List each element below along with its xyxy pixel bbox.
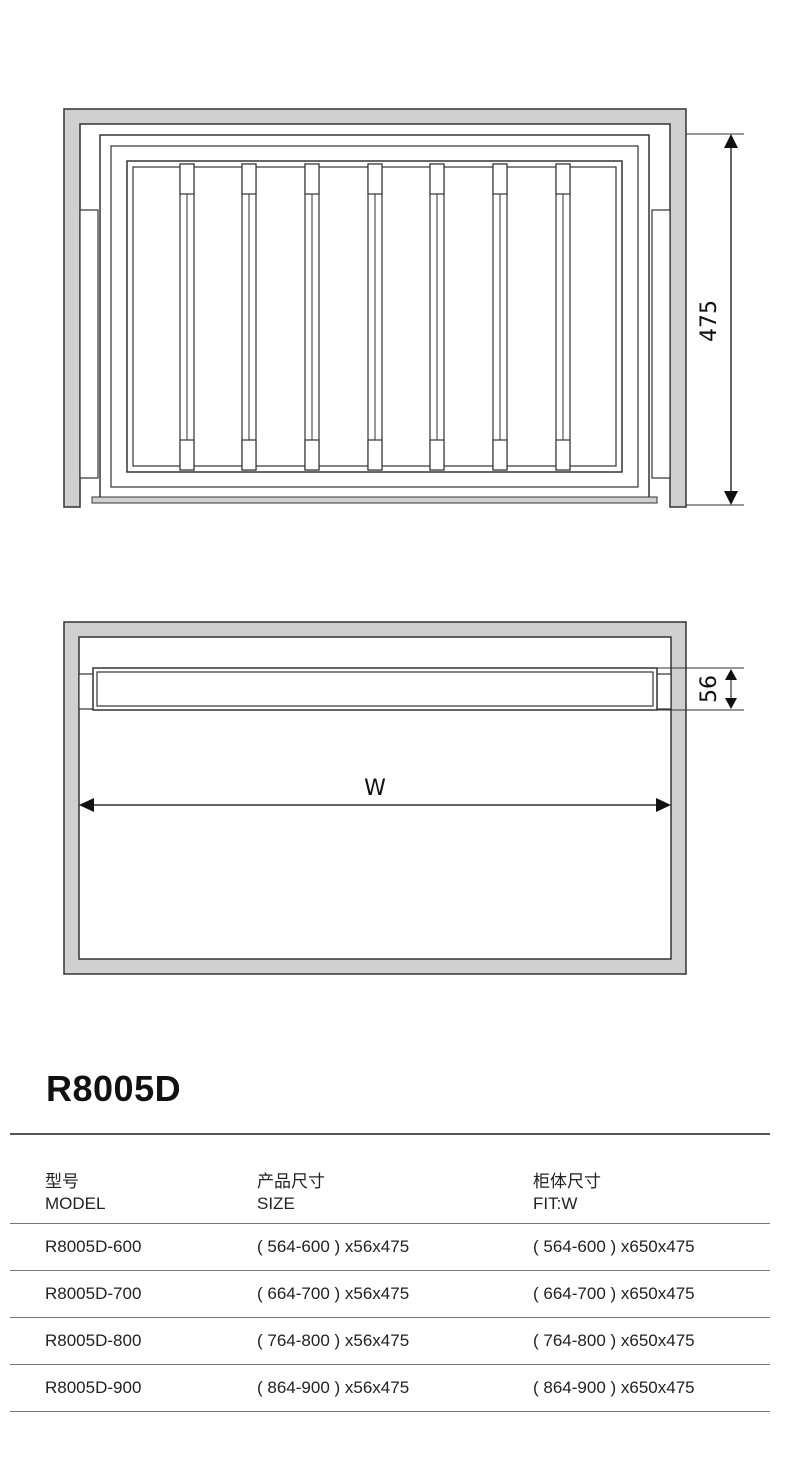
width-dim-text: W: [364, 776, 386, 801]
cell-model: R8005D-800: [45, 1331, 142, 1350]
vertical-bar: [367, 163, 383, 471]
header-model-zh: 型号: [45, 1172, 79, 1191]
base-plate: [91, 496, 658, 504]
cell-size: ( 764-800 ) x56x475: [257, 1331, 410, 1350]
table-row: R8005D-800 ( 764-800 ) x56x475 ( 764-800…: [10, 1317, 770, 1365]
header-fit-zh: 柜体尺寸: [533, 1172, 601, 1191]
cell-fit: ( 564-600 ) x650x475: [533, 1237, 695, 1256]
left-slide: [79, 209, 99, 479]
drawer-rail-inner: [96, 671, 654, 707]
depth-dim-text: 56: [697, 675, 722, 703]
width-arrow-left: [79, 798, 94, 812]
cell-fit: ( 864-900 ) x650x475: [533, 1378, 695, 1397]
basket-frame-outer: [126, 160, 623, 473]
table-row: R8005D-700 ( 664-700 ) x56x475 ( 664-700…: [10, 1270, 770, 1318]
header-model: 型号 MODEL: [10, 1134, 257, 1224]
cell-fit: ( 664-700 ) x650x475: [533, 1284, 695, 1303]
vertical-bar: [429, 163, 445, 471]
width-arrow-right: [656, 798, 671, 812]
depth-arrow-top: [725, 669, 737, 680]
drawer-inner: [110, 145, 639, 488]
spec-table: 型号 MODEL 产品尺寸 SIZE 柜体尺寸 FIT:W R8005D-600…: [10, 1133, 770, 1412]
vertical-bar: [492, 163, 508, 471]
cell-size: ( 864-900 ) x56x475: [257, 1378, 410, 1397]
vertical-bar: [241, 163, 257, 471]
vertical-bar: [179, 163, 195, 471]
header-size-zh: 产品尺寸: [257, 1172, 325, 1191]
depth-arrow-bottom: [725, 698, 737, 709]
right-slide: [651, 209, 671, 479]
model-title: R8005D: [46, 1068, 182, 1109]
cell-model: R8005D-700: [45, 1284, 142, 1303]
cell-model: R8005D-900: [45, 1378, 142, 1397]
vertical-bars: [179, 163, 571, 471]
cell-fit: ( 764-800 ) x650x475: [533, 1331, 695, 1350]
cabinet-frame-top: [63, 621, 687, 975]
height-dim-text: 475: [697, 300, 722, 342]
vertical-bar: [555, 163, 571, 471]
cell-size: ( 564-600 ) x56x475: [257, 1237, 410, 1256]
header-fit: 柜体尺寸 FIT:W: [533, 1134, 770, 1224]
drawer-rail-outer: [92, 667, 658, 711]
right-slide-end: [655, 673, 672, 710]
header-size: 产品尺寸 SIZE: [257, 1134, 533, 1224]
front-view: 475: [63, 108, 744, 508]
header-model-en: MODEL: [45, 1194, 106, 1213]
technical-drawing: 475 56 W: [63, 108, 744, 975]
table-row: R8005D-900 ( 864-900 ) x56x475 ( 864-900…: [10, 1364, 770, 1412]
header-fit-en: FIT:W: [533, 1194, 578, 1213]
height-arrow-top: [724, 134, 738, 148]
top-view: 56 W: [63, 621, 744, 975]
vertical-bar: [304, 163, 320, 471]
cell-size: ( 664-700 ) x56x475: [257, 1284, 410, 1303]
table-row: R8005D-600 ( 564-600 ) x56x475 ( 564-600…: [10, 1223, 770, 1271]
table-header-row: 型号 MODEL 产品尺寸 SIZE 柜体尺寸 FIT:W: [10, 1134, 770, 1224]
left-slide-end: [78, 673, 95, 710]
header-size-en: SIZE: [257, 1194, 295, 1213]
height-arrow-bottom: [724, 491, 738, 505]
cell-model: R8005D-600: [45, 1237, 142, 1256]
